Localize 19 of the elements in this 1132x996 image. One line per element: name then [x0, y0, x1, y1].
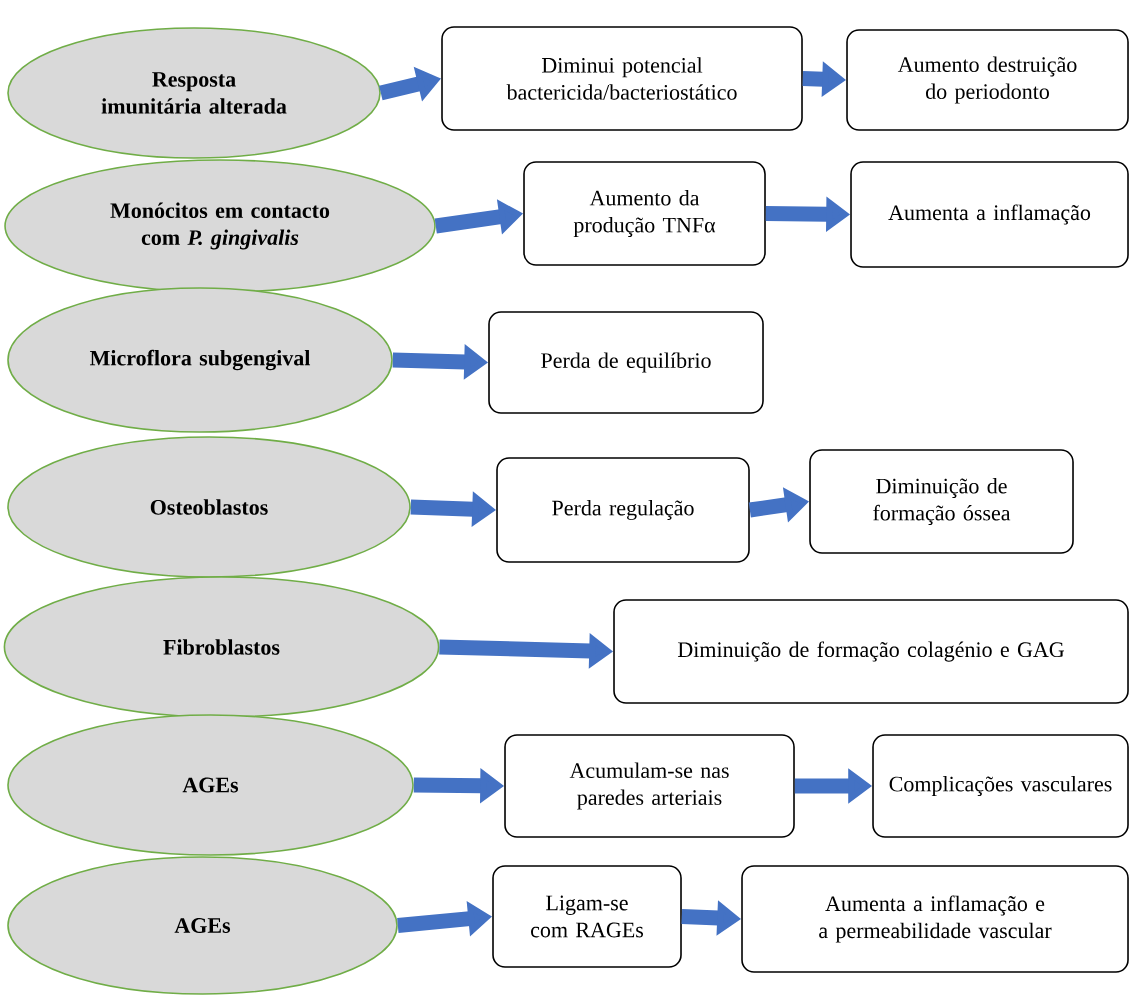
process-box: Complicações vasculares — [872, 734, 1129, 838]
process-box: Aumento destruição do periodonto — [846, 29, 1129, 131]
oval-label: Monócitos em contacto com P. gingivalis — [4, 159, 436, 293]
oval-label: Fibroblastos — [3, 576, 440, 718]
process-box: Ligam-se com RAGEs — [492, 865, 682, 968]
oval-label: AGEs — [7, 856, 398, 995]
process-box: Aumenta a inflamação e a permeabilidade vascular — [741, 865, 1129, 973]
process-box: Perda regulação — [496, 457, 750, 563]
process-box: Diminuição de formação colagénio e GAG — [613, 599, 1129, 704]
process-box: Aumenta a inflamação — [850, 161, 1129, 268]
process-box: Diminui potencial bactericida/bacteriostático — [441, 26, 803, 131]
oval-label: Microflora subgengival — [7, 287, 393, 433]
oval-label: AGEs — [7, 714, 414, 856]
process-box: Diminuição de formação óssea — [809, 449, 1074, 554]
oval-label: Resposta imunitária alterada — [7, 27, 381, 159]
process-box: Perda de equilíbrio — [488, 311, 764, 414]
process-box: Aumento da produção TNFα — [523, 161, 766, 266]
oval-label: Osteoblastos — [7, 436, 411, 578]
process-box: Acumulam-se nas paredes arteriais — [504, 734, 795, 838]
